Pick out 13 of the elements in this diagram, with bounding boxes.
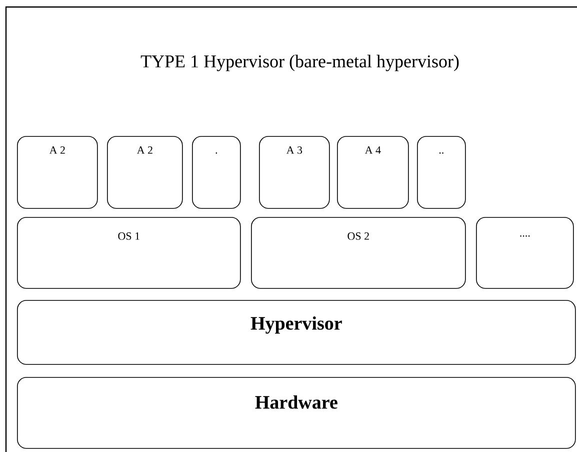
frame (5, 6, 577, 452)
component-box: A 2 (107, 136, 183, 209)
layer-box: Hardware (17, 377, 576, 449)
component-box: A 2 (17, 136, 98, 209)
component-box: .. (417, 136, 466, 209)
component-box: . (192, 136, 241, 209)
component-box: OS 2 (251, 217, 466, 289)
component-box: .... (476, 217, 574, 289)
component-box: A 3 (259, 136, 330, 209)
title: TYPE 1 Hypervisor (bare-metal hypervisor) (140, 54, 459, 72)
layer-box: Hypervisor (17, 300, 576, 365)
component-box: OS 1 (17, 217, 241, 289)
component-box: A 4 (337, 136, 409, 209)
